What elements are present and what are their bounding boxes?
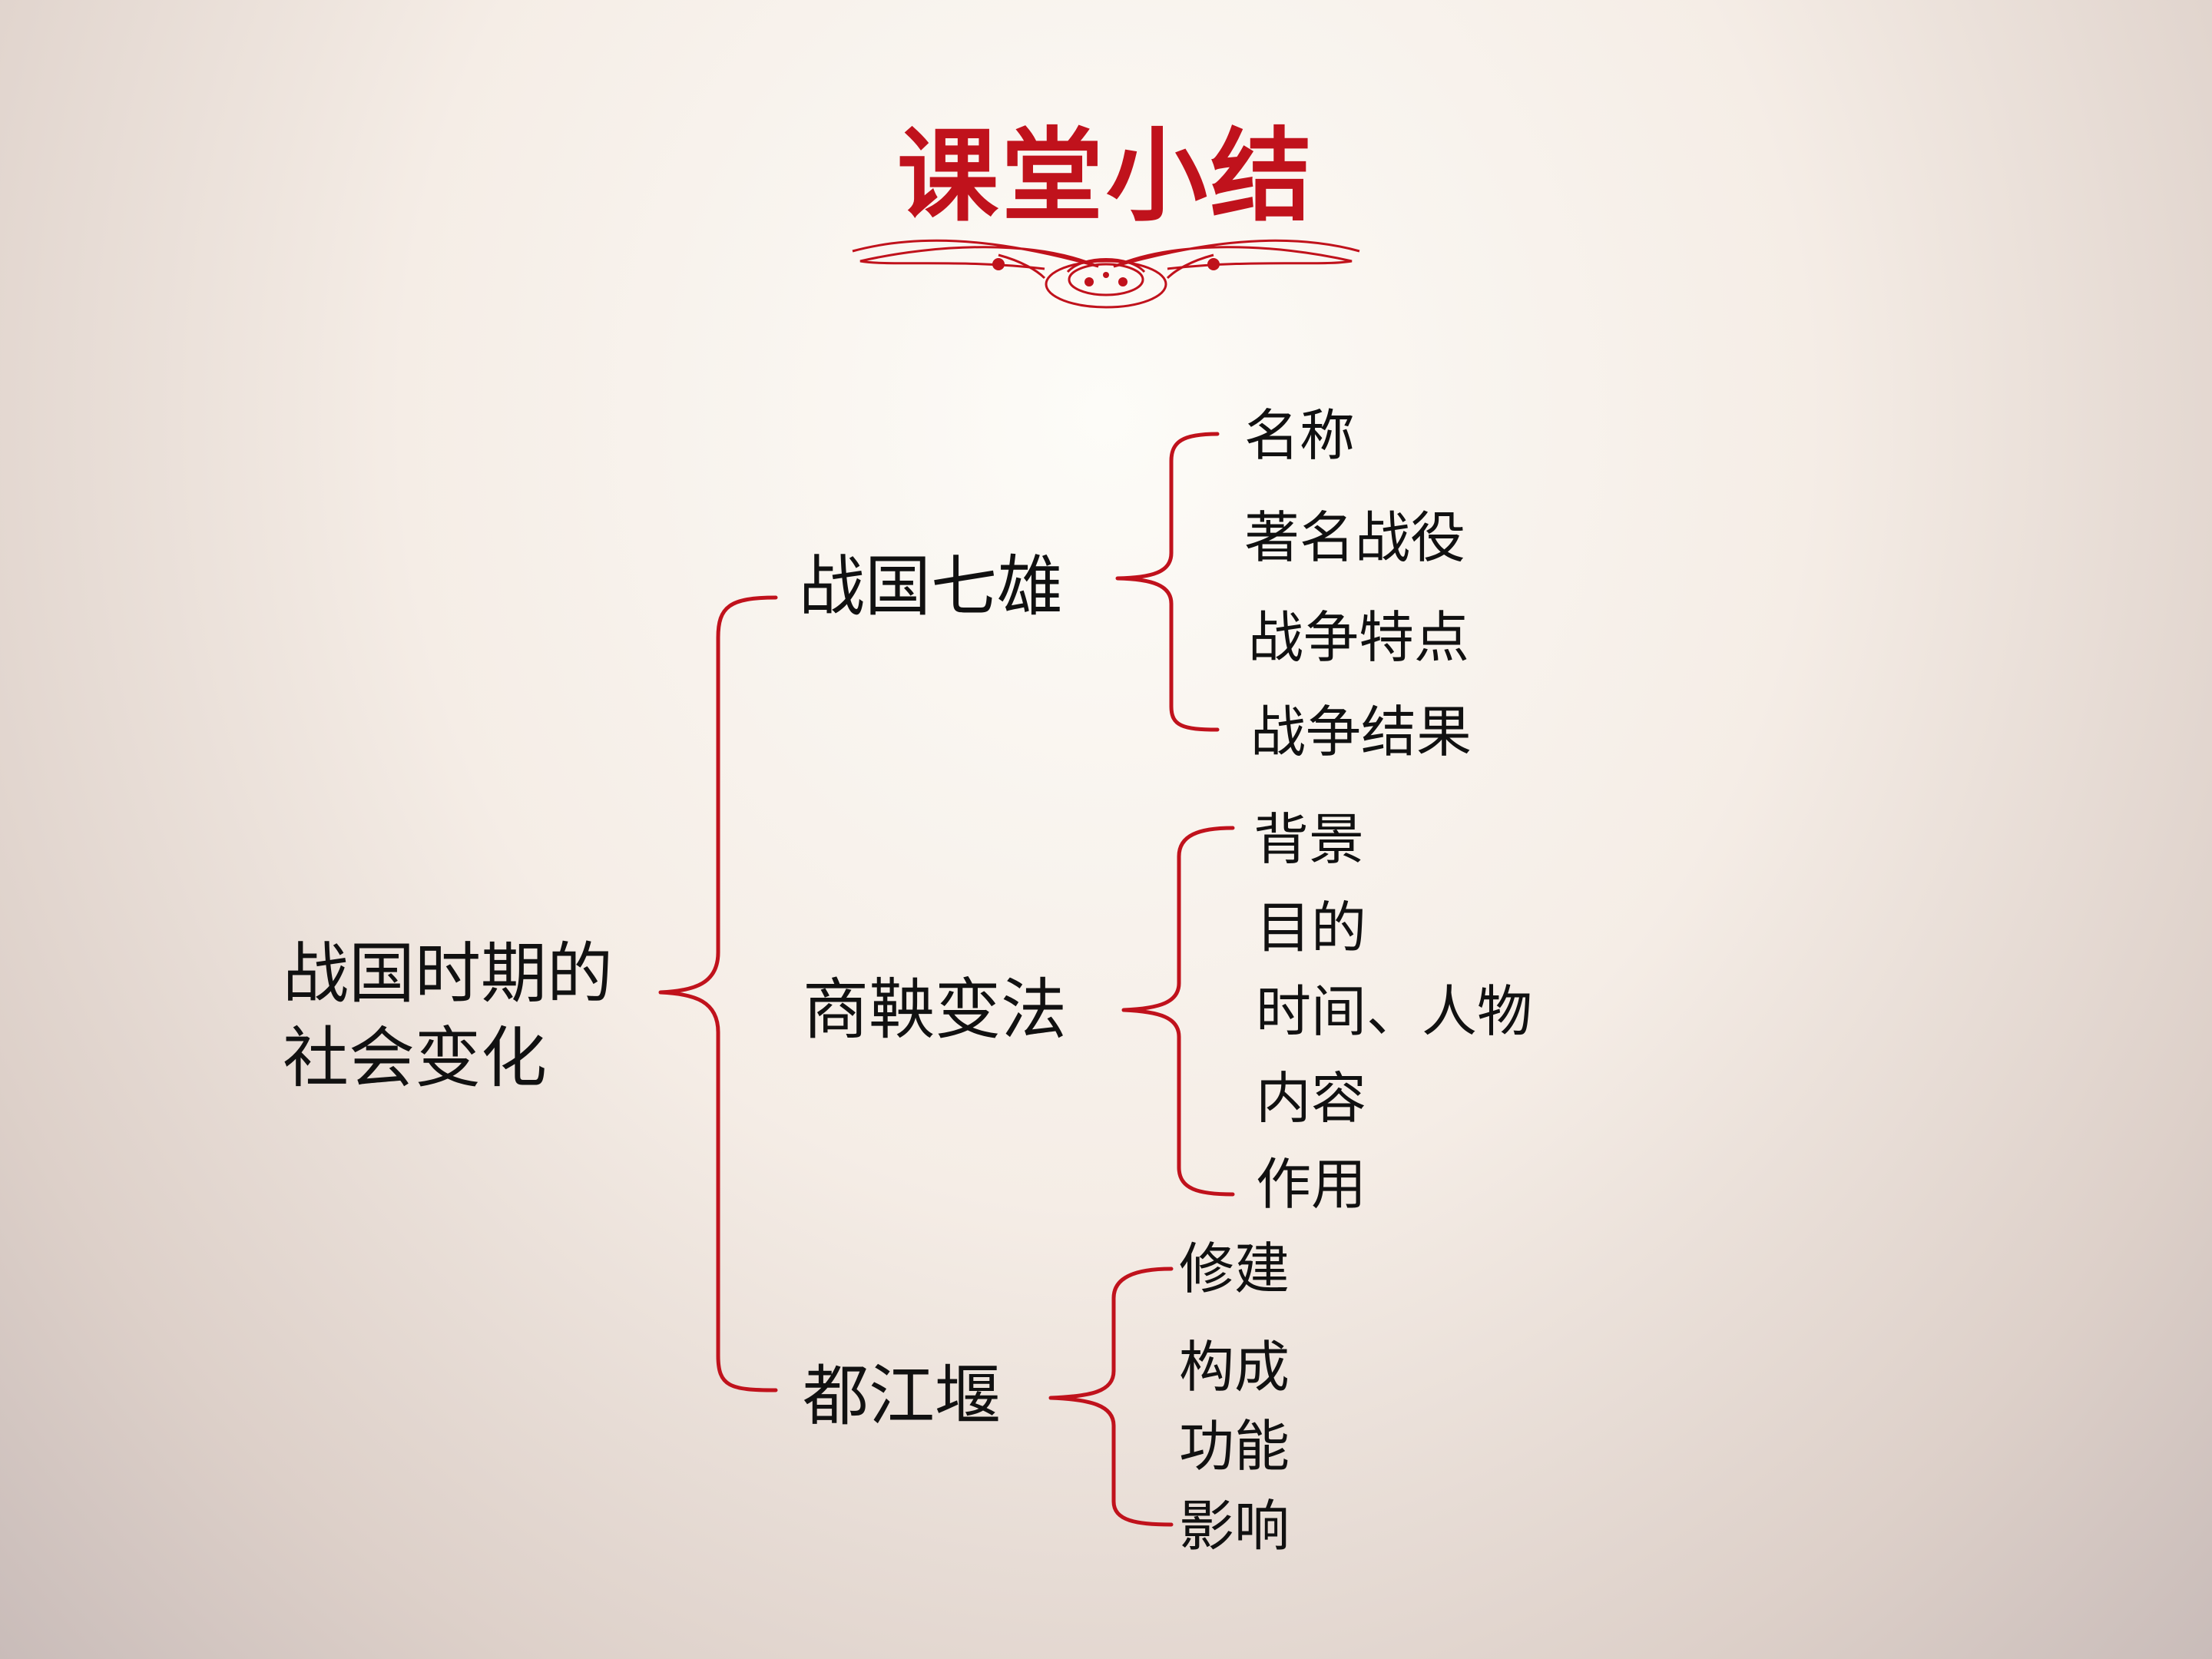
leaf-item: 构成 xyxy=(1179,1335,1290,1399)
branch-dujiangyan: 都江堰 xyxy=(803,1358,1001,1435)
leaf-item: 战争结果 xyxy=(1250,700,1472,764)
branch3-bracket xyxy=(1048,1267,1174,1527)
root-label-line2: 社会变化 xyxy=(283,1020,547,1097)
leaf-item: 时间、人物 xyxy=(1256,979,1533,1044)
root-label-line1: 战国时期的 xyxy=(283,935,613,1012)
leaf-item: 战争特点 xyxy=(1248,605,1470,670)
leaf-item: 修建 xyxy=(1179,1237,1290,1301)
title-ornament xyxy=(852,239,1360,309)
leaf-item: 功能 xyxy=(1179,1414,1290,1479)
leaf-item: 内容 xyxy=(1256,1066,1367,1131)
root-bracket xyxy=(658,595,778,1392)
leaf-item: 名称 xyxy=(1244,403,1356,468)
leaf-item: 著名战役 xyxy=(1244,505,1466,570)
leaf-item: 目的 xyxy=(1256,896,1367,960)
branch1-bracket xyxy=(1115,432,1220,732)
leaf-item: 作用 xyxy=(1256,1152,1367,1217)
leaf-item: 影响 xyxy=(1179,1494,1290,1558)
slide-title: 课堂小结 xyxy=(897,118,1315,236)
branch2-bracket xyxy=(1121,826,1235,1197)
leaf-item: 背景 xyxy=(1253,807,1365,872)
branch-shangyang-bianfa: 商鞅变法 xyxy=(803,972,1067,1048)
branch-zhanguo-qixiong: 战国七雄 xyxy=(799,548,1063,625)
